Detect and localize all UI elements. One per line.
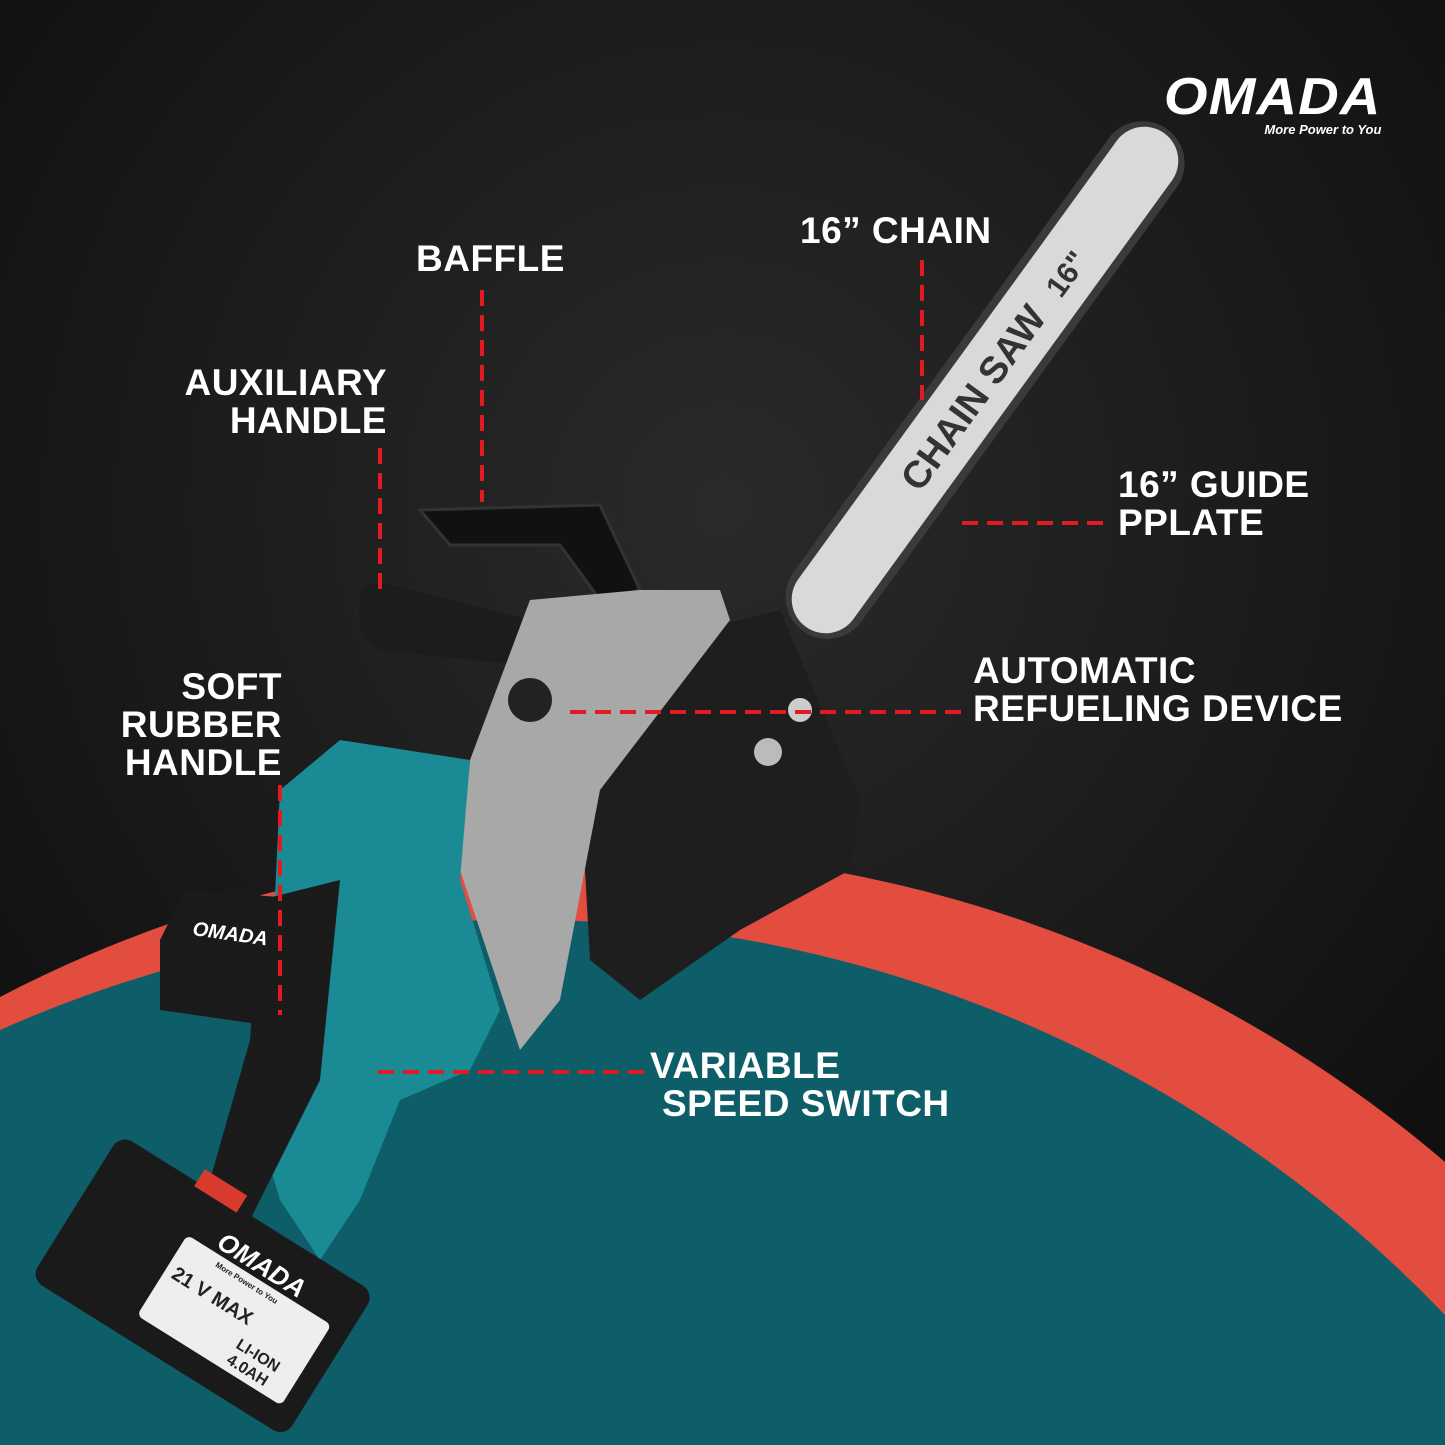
label-line: SOFT (181, 666, 282, 707)
label-line: HANDLE (124, 742, 282, 783)
label-line: SPEED SWITCH (662, 1083, 950, 1124)
label-chain: 16” CHAIN (800, 212, 992, 250)
label-line: RUBBER (120, 704, 282, 745)
label-line: VARIABLE (650, 1045, 841, 1086)
brand-tagline: More Power to You (1264, 122, 1382, 137)
label-line: 16” CHAIN (800, 210, 992, 251)
label-soft-rubber-handle: SOFT RUBBER HANDLE (121, 668, 282, 782)
label-auxiliary-handle: AUXILIARY HANDLE (184, 364, 387, 440)
brand-logo: OMADA More Power to You (1164, 71, 1382, 137)
label-line: 16” GUIDE (1118, 464, 1310, 505)
label-line: HANDLE (229, 400, 387, 441)
label-line: PPLATE (1118, 502, 1265, 543)
label-variable-speed-switch: VARIABLE SPEED SWITCH (650, 1047, 950, 1123)
label-guide-plate: 16” GUIDE PPLATE (1118, 466, 1310, 542)
label-line: REFUELING DEVICE (973, 688, 1343, 729)
label-line: AUXILIARY (184, 362, 387, 403)
label-refueling-device: AUTOMATIC REFUELING DEVICE (973, 652, 1343, 728)
callout-lines (278, 260, 1110, 1074)
brand-name: OMADA (1163, 68, 1382, 126)
label-baffle: BAFFLE (416, 240, 565, 278)
label-line: AUTOMATIC (973, 650, 1197, 691)
label-line: BAFFLE (416, 238, 565, 279)
